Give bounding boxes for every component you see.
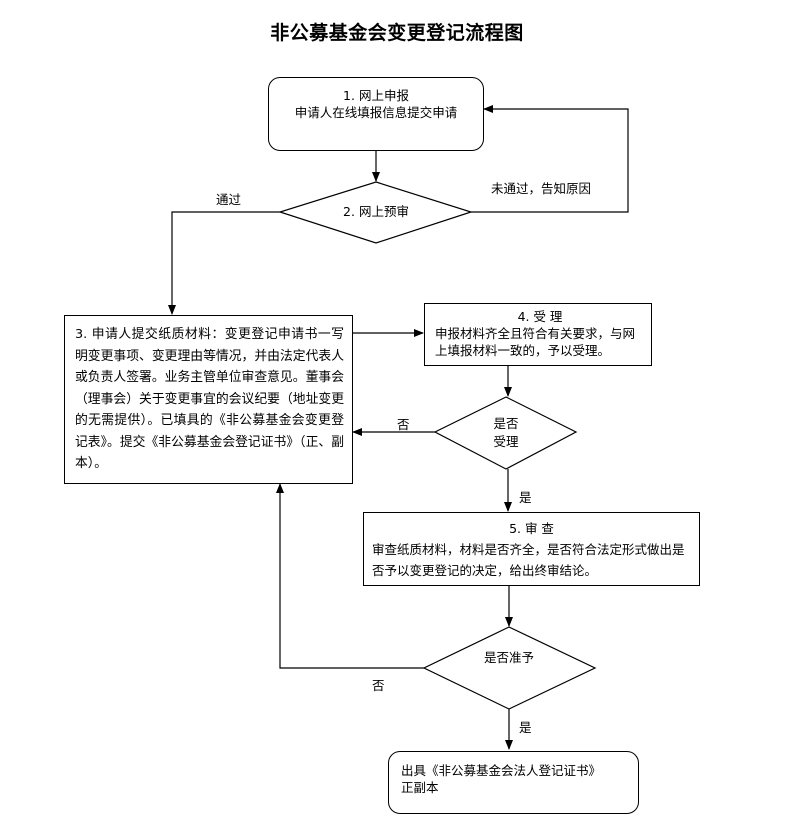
- edge-prereview-pass: [168, 211, 280, 315]
- label-approve-no: 否: [372, 678, 385, 693]
- step5-review: 5. 审 查 审查纸质材料，材料是否齐全，是否符合法定形式做出是否予以变更登记的…: [363, 512, 700, 586]
- decision-approve-shape: [422, 626, 597, 710]
- decision-accept-shape: [433, 396, 578, 470]
- step3-body: 3. 申请人提交纸质材料：变更登记申请书一写明变更事项、变更理由等情况，并由法定…: [75, 327, 344, 471]
- label-accept-no: 否: [397, 417, 410, 432]
- step4-body: 申报材料齐全且符合有关要求，与网上填报材料一致的，予以受理。: [435, 326, 636, 358]
- decision-accept-label: 是否 受理: [466, 415, 546, 451]
- step4-acceptance: 4. 受 理 申报材料齐全且符合有关要求，与网上填报材料一致的，予以受理。: [424, 303, 652, 366]
- decision-approve-label: 是否准予: [483, 650, 534, 665]
- label-prereview-fail: 未通过，告知原因: [491, 181, 592, 196]
- edge-approve-no: [276, 483, 424, 669]
- step4-heading: 4. 受 理: [517, 309, 563, 324]
- step5-heading: 5. 审 查: [509, 521, 554, 536]
- step3-submit-paper-materials: 3. 申请人提交纸质材料：变更登记申请书一写明变更事项、变更理由等情况，并由法定…: [64, 315, 353, 484]
- edge-prereview-fail-loop: [471, 105, 629, 213]
- step1-heading: 1. 网上申报: [343, 88, 409, 103]
- label-prereview-pass: 通过: [216, 192, 242, 207]
- final-line1: 出具《非公募基金会法人登记证书》: [401, 763, 602, 778]
- step5-body: 审查纸质材料，材料是否齐全，是否符合法定形式做出是否予以变更登记的决定，给出终审…: [372, 542, 685, 578]
- decision-accept-line2: 受理: [493, 434, 519, 449]
- page-title: 非公募基金会变更登记流程图: [270, 22, 524, 44]
- final-line2: 正副本: [401, 780, 439, 795]
- step1-online-application: 1. 网上申报 申请人在线填报信息提交申请: [268, 77, 484, 151]
- decision-prereview-shape: [278, 181, 473, 244]
- step1-body: 申请人在线填报信息提交申请: [294, 105, 458, 120]
- decision-accept-line1: 是否: [493, 416, 519, 431]
- step2-online-prereview: 2. 网上预审: [343, 204, 409, 219]
- label-approve-yes: 是: [519, 720, 532, 735]
- label-accept-yes: 是: [519, 490, 532, 505]
- final-issue-certificate: 出具《非公募基金会法人登记证书》 正副本: [388, 751, 639, 814]
